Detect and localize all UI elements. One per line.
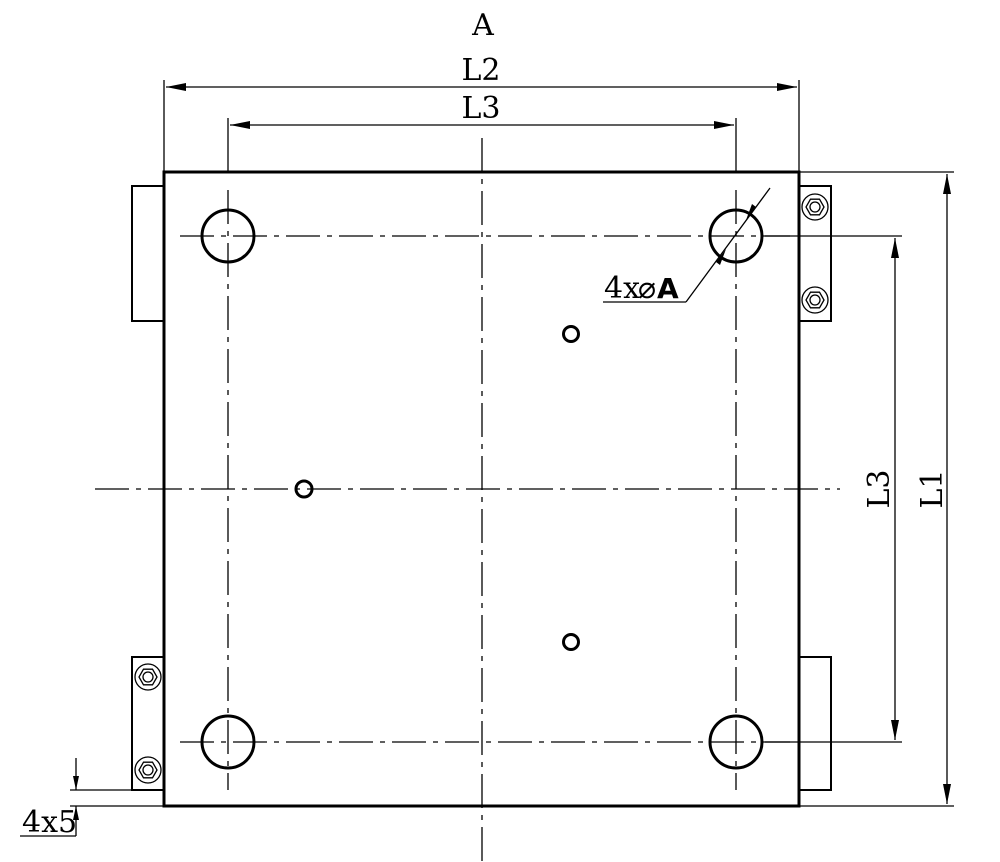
dimension-l1: L1 — [800, 171, 954, 807]
corner-hole — [708, 714, 764, 770]
left-top-tab — [131, 185, 165, 322]
right-bottom-tab — [798, 656, 832, 791]
dimension-l3-side: L3 — [765, 235, 902, 743]
corner-hole — [200, 714, 256, 770]
dimension-step: 4x5 — [20, 758, 164, 840]
l2-label: L2 — [461, 53, 500, 88]
step-label: 4x5 — [22, 805, 77, 840]
hole-callout-symbol: ⌀ — [638, 271, 656, 306]
dimension-l3-top: L3 — [227, 91, 737, 172]
corner-hole — [200, 208, 256, 264]
hole-callout: 4x ⌀ A — [603, 187, 771, 306]
l1-label: L1 — [915, 469, 950, 508]
small-hole — [294, 479, 314, 499]
corner-hole — [708, 208, 764, 264]
hole-callout-size: A — [657, 272, 679, 305]
small-holes — [294, 325, 580, 651]
hex-bolt-icon — [134, 756, 162, 784]
l3-side-label: L3 — [862, 469, 897, 508]
small-hole — [562, 325, 580, 343]
hex-bolt-icon — [801, 193, 829, 221]
center-lines — [95, 138, 840, 862]
left-bottom-bracket — [131, 656, 165, 791]
small-hole — [562, 633, 580, 651]
hex-bolt-icon — [801, 286, 829, 314]
corner-holes — [200, 208, 764, 770]
l3-top-label: L3 — [461, 91, 500, 126]
top-label: A — [471, 8, 494, 43]
hole-callout-count: 4x — [604, 271, 640, 306]
right-top-bracket — [798, 185, 832, 322]
dimension-l2: L2 — [163, 53, 800, 172]
hex-bolt-icon — [134, 663, 162, 691]
